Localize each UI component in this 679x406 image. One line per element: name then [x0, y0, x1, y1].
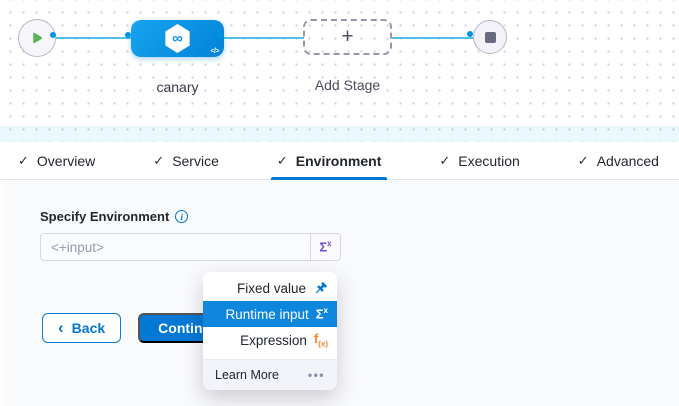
- value-type-dropdown: Fixed value Runtime input Σx Expression …: [203, 272, 337, 390]
- ellipsis-icon[interactable]: •••: [307, 368, 325, 382]
- tab-label: Overview: [36, 152, 96, 169]
- check-icon: ✓: [577, 152, 589, 168]
- sigma-icon: Σx: [319, 239, 332, 255]
- back-button[interactable]: ‹ Back: [42, 313, 122, 343]
- infinity-icon: ∞: [172, 29, 183, 47]
- menu-item-label: Fixed value: [236, 280, 306, 296]
- connector-port: [50, 32, 56, 38]
- menu-item-fixed-value[interactable]: Fixed value: [203, 275, 337, 301]
- plus-icon: +: [341, 24, 354, 48]
- tab-service[interactable]: ✓ Service: [147, 142, 225, 179]
- tab-execution[interactable]: ✓ Execution: [433, 142, 525, 179]
- stage-label: canary: [156, 79, 199, 95]
- add-stage-label: Add Stage: [314, 77, 381, 93]
- environment-input[interactable]: [41, 234, 310, 260]
- menu-item-runtime-input[interactable]: Runtime input Σx: [203, 301, 337, 327]
- deployment-hexagon-icon: ∞: [165, 24, 190, 53]
- code-icon[interactable]: </>: [210, 48, 219, 55]
- check-icon: ✓: [153, 152, 165, 168]
- canvas-bottom-tint: [0, 126, 679, 142]
- back-button-label: Back: [71, 320, 106, 336]
- connector-port: [467, 31, 473, 37]
- panel-left-fade: [0, 180, 9, 406]
- stage-node-canary[interactable]: ∞ </>: [131, 20, 224, 57]
- tab-advanced[interactable]: ✓ Advanced: [572, 142, 665, 179]
- pipeline-start-node[interactable]: [18, 19, 56, 57]
- tab-overview[interactable]: ✓ Overview: [12, 142, 101, 179]
- specify-environment-label: Specify Environment: [40, 209, 170, 224]
- pipeline-canvas: ∞ </> + canary Add Stage: [0, 0, 679, 142]
- edge-start-to-stage: [56, 37, 131, 39]
- tab-label: Advanced: [596, 152, 659, 169]
- value-type-options: Fixed value Runtime input Σx Expression …: [203, 272, 337, 359]
- multi-type-selector-button[interactable]: Σx: [310, 234, 340, 260]
- learn-more-link[interactable]: Learn More: [215, 368, 279, 382]
- info-icon[interactable]: i: [175, 210, 189, 223]
- menu-item-label: Expression: [240, 332, 307, 348]
- connector-port: [125, 32, 131, 38]
- menu-item-label: Runtime input: [225, 306, 309, 322]
- chevron-left-icon: ‹: [58, 317, 64, 337]
- expression-fx-icon: f(x): [313, 330, 328, 349]
- runtime-sigma-icon: Σx: [315, 306, 328, 322]
- stop-icon: [484, 31, 496, 43]
- menu-item-expression[interactable]: Expression f(x): [203, 327, 337, 353]
- add-stage-node[interactable]: +: [303, 19, 392, 55]
- play-icon: [33, 32, 43, 44]
- tab-environment[interactable]: ✓ Environment: [270, 142, 388, 180]
- tab-label: Service: [172, 152, 219, 169]
- dropdown-footer: Learn More •••: [203, 359, 337, 390]
- check-icon: ✓: [18, 152, 29, 168]
- environment-input-group: Σx: [40, 233, 341, 261]
- check-icon: ✓: [439, 152, 451, 168]
- edge-stage-to-addstage: [224, 37, 304, 39]
- edge-addstage-to-end: [392, 37, 473, 39]
- connector-port: [218, 32, 224, 38]
- specify-environment-label-row: Specify Environment i: [40, 209, 189, 224]
- tab-label: Environment: [295, 152, 382, 169]
- tab-label: Execution: [458, 152, 520, 169]
- stage-config-tabbar: ✓ Overview ✓ Service ✓ Environment ✓ Exe…: [0, 142, 679, 180]
- pipeline-end-node[interactable]: [473, 20, 507, 54]
- environment-tab-panel: Specify Environment i Σx ‹ Back Continue…: [0, 180, 679, 406]
- pin-icon: [315, 281, 327, 293]
- check-icon: ✓: [276, 152, 288, 168]
